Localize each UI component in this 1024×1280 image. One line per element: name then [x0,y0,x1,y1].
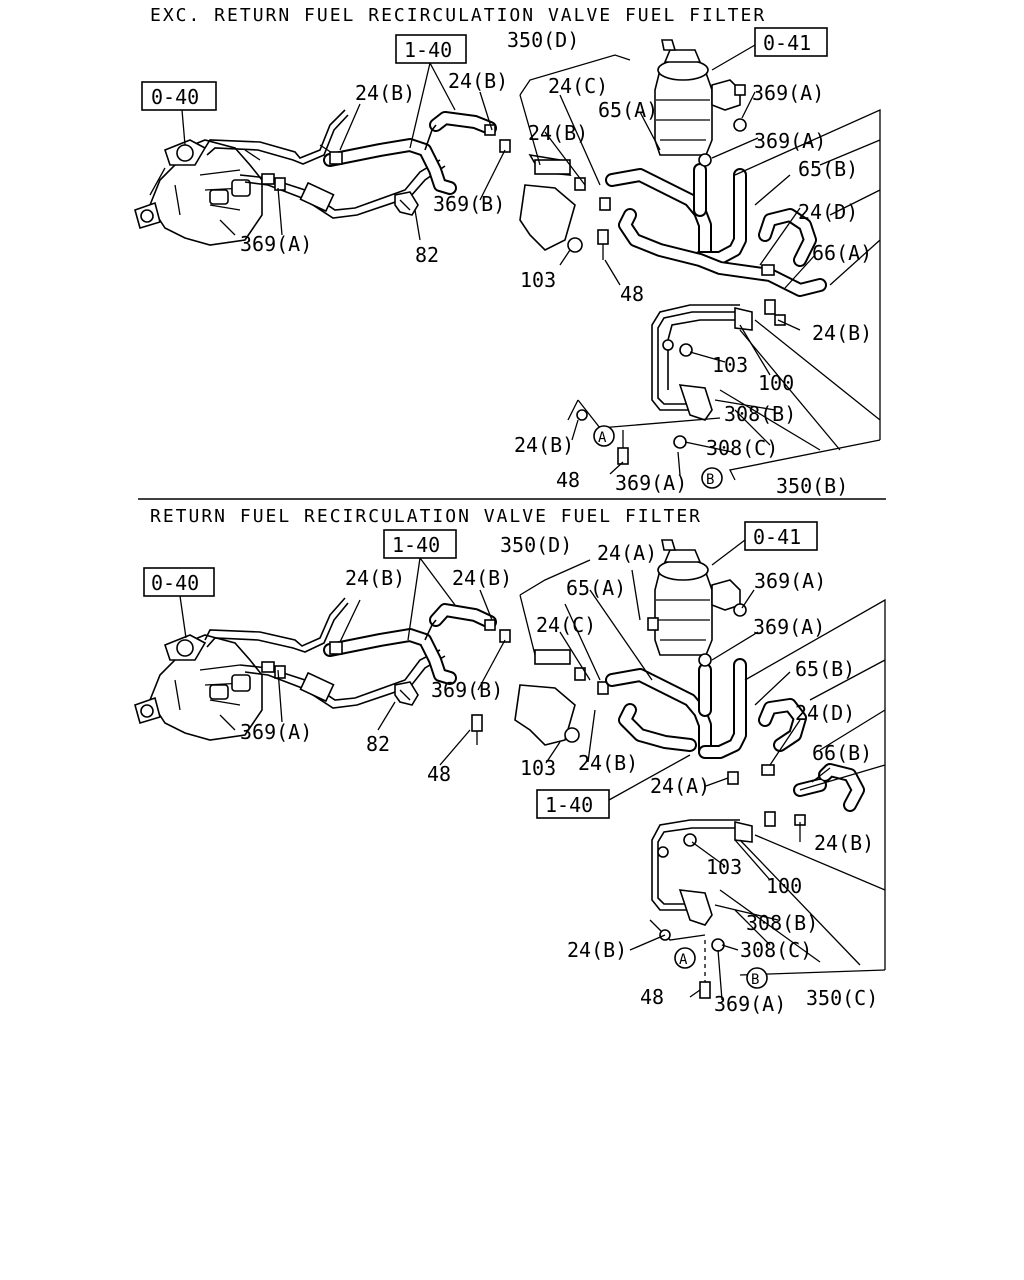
callout-label: 24(A) [597,541,657,565]
callout-label: 24(D) [798,200,858,224]
callout-label: 24(B) [528,121,588,145]
callout-label: 48 [620,282,644,306]
diagram2-title: RETURN FUEL RECIRCULATION VALVE FUEL FIL… [150,506,702,527]
callout-label: 65(A) [598,98,658,122]
callout-label: 0-41 [753,525,801,549]
diagram1-title: EXC. RETURN FUEL RECIRCULATION VALVE FUE… [150,5,766,26]
callout-label: 24(B) [452,566,512,590]
callout-label: 1-40 [545,793,593,817]
filter-ref-box[interactable]: 0-41 [744,521,818,551]
callout-label: 103 [520,268,556,292]
callout-label: 24(A) [650,774,710,798]
callout-label: A [598,430,607,446]
callout-label: 369(B) [433,192,505,216]
pump-ref-box[interactable]: 0-40 [141,81,217,111]
callout-label: B [706,472,714,488]
callout-label: 66(A) [812,241,872,265]
diagram-return: RETURN FUEL RECIRCULATION VALVE FUEL FIL… [134,506,886,1016]
callout-label: 1-40 [392,533,440,557]
injection-pump [134,634,263,741]
callout-label: 308(C) [706,436,778,460]
callout-label: 66(B) [812,741,872,765]
callout-label: 308(C) [740,938,812,962]
callout-label: 308(B) [724,402,796,426]
callout-label: 369(A) [240,232,312,256]
callout-label: B [751,972,759,988]
callout-label: 82 [366,732,390,756]
callout-label: 100 [766,874,802,898]
callout-label: 350(C) [806,986,878,1010]
callout-label: 24(B) [567,938,627,962]
pipe-ref-box[interactable]: 1-40 [395,34,467,64]
callout-label: 24(D) [795,701,855,725]
callout-label: 103 [712,353,748,377]
callout-label: 24(B) [355,81,415,105]
diagram-exc-return: EXC. RETURN FUEL RECIRCULATION VALVE FUE… [134,5,881,498]
callout-label: 24(B) [578,751,638,775]
callout-label: 369(A) [754,569,826,593]
callout-label: 0-40 [151,85,199,109]
callout-label: 24(C) [548,74,608,98]
callout-label: 24(C) [536,613,596,637]
callout-label: 82 [415,243,439,267]
callout-label: 1-40 [404,38,452,62]
callout-label: 103 [706,855,742,879]
pump-ref-box[interactable]: 0-40 [143,567,215,597]
callout-label: 369(A) [753,615,825,639]
callout-label: 103 [520,756,556,780]
callout-label: 369(A) [714,992,786,1016]
callout-label: 65(B) [795,657,855,681]
callout-label: 48 [427,762,451,786]
callout-label: 0-41 [763,31,811,55]
callout-label: 0-40 [151,571,199,595]
callout-label: 48 [556,468,580,492]
callout-label: 65(A) [566,576,626,600]
callout-label: 24(B) [448,69,508,93]
pipe-ref-box-lower[interactable]: 1-40 [536,789,610,819]
fuel-filter [647,539,741,656]
callout-label: 65(B) [798,157,858,181]
callout-label: 24(B) [812,321,872,345]
pipe-ref-box[interactable]: 1-40 [383,529,457,559]
callout-label: 369(A) [615,471,687,495]
callout-label: 350(B) [776,474,848,498]
callout-label: 350(D) [507,28,579,52]
callout-label: 24(B) [514,433,574,457]
callout-label: 24(B) [345,566,405,590]
fuel-filter [654,39,746,156]
callout-label: 369(A) [752,81,824,105]
callout-label: 24(B) [814,831,874,855]
callout-label: 369(A) [240,720,312,744]
callout-label: 100 [758,371,794,395]
filter-ref-box[interactable]: 0-41 [754,27,828,57]
injection-pump [134,139,263,246]
callout-label: A [679,952,688,968]
callout-label: 48 [640,985,664,1009]
callout-label: 369(B) [431,678,503,702]
callout-label: 308(B) [746,911,818,935]
callout-label: 350(D) [500,533,572,557]
callout-label: 369(A) [754,129,826,153]
